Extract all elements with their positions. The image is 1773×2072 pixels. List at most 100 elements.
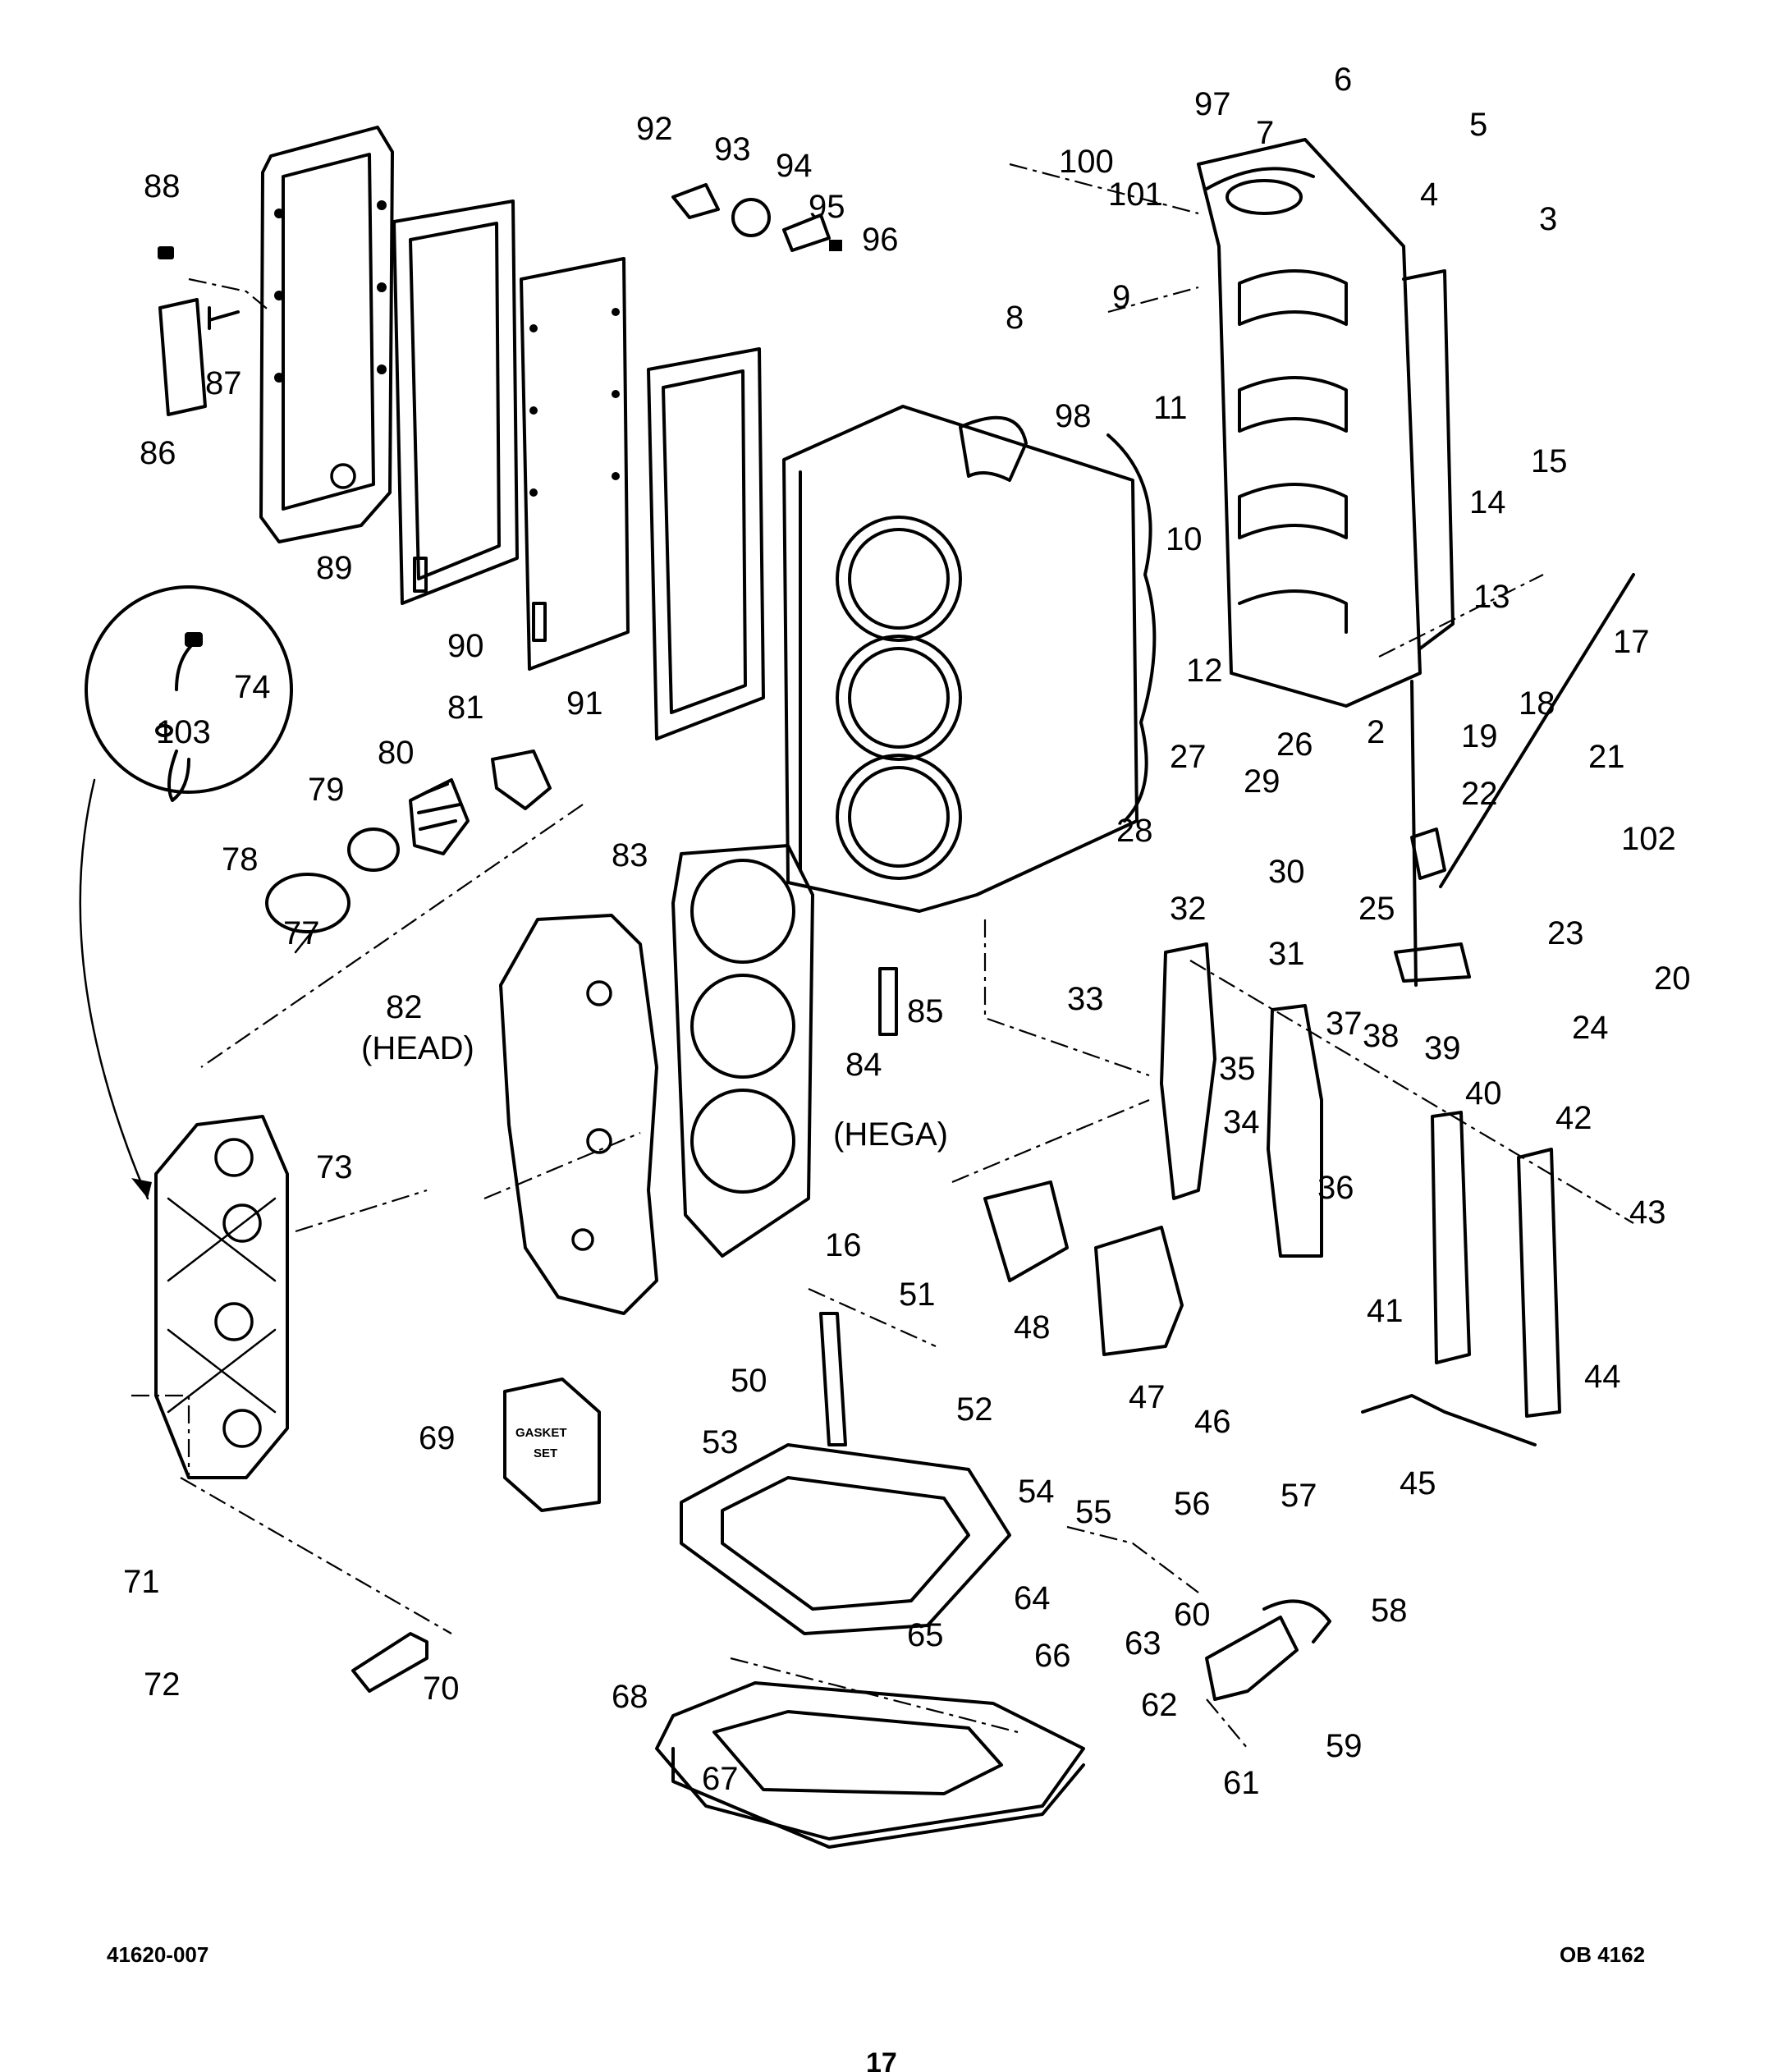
callout-label: 52 xyxy=(956,1391,993,1428)
callout-label: 43 xyxy=(1629,1194,1666,1231)
callout-label: 63 xyxy=(1125,1625,1161,1662)
callout-label: 33 xyxy=(1067,981,1104,1017)
callout-label: 67 xyxy=(702,1761,739,1797)
callout-label: 35 xyxy=(1219,1051,1256,1087)
callout-label: 18 xyxy=(1519,685,1555,722)
callout-label: 40 xyxy=(1465,1075,1502,1112)
callout-label: 28 xyxy=(1116,813,1153,849)
callout-label: 92 xyxy=(636,111,673,147)
plate-42 xyxy=(1517,1148,1561,1418)
gasket-34 xyxy=(1160,942,1216,1200)
callout-label: 29 xyxy=(1244,763,1280,800)
callout-label: 9 xyxy=(1112,279,1130,315)
callout-label: 70 xyxy=(423,1671,460,1707)
callout-label: 90 xyxy=(447,628,484,664)
callout-label: 15 xyxy=(1531,443,1568,479)
callout-label: 8 xyxy=(1006,300,1024,336)
gasket-set-text-1: GASKET xyxy=(515,1426,567,1440)
callout-label: 30 xyxy=(1268,854,1305,890)
plate-36 xyxy=(1267,1004,1323,1258)
callout-label: 44 xyxy=(1584,1359,1621,1395)
callout-label: 101 xyxy=(1108,176,1163,213)
callout-label: 103 xyxy=(156,714,211,750)
callout-label: 5 xyxy=(1469,107,1487,143)
callout-label: 89 xyxy=(316,550,353,586)
callout-label: 10 xyxy=(1166,521,1203,557)
callout-label: 41 xyxy=(1367,1293,1404,1329)
callout-labels: 100 101 2 3 4 5 6 7 8 9 10 11 12 13 14 1… xyxy=(123,62,1691,1801)
callout-label: 94 xyxy=(776,148,813,184)
callout-label: 22 xyxy=(1461,776,1498,812)
callout-label: 53 xyxy=(702,1424,739,1460)
callout-label: 17 xyxy=(1613,624,1650,660)
callout-label: 95 xyxy=(809,189,845,225)
callout-label: 23 xyxy=(1547,915,1584,951)
callout-label: 68 xyxy=(612,1679,648,1715)
callout-label: 65 xyxy=(907,1617,944,1653)
callout-label: 80 xyxy=(378,735,415,771)
callout-label: 37 xyxy=(1326,1006,1363,1042)
callout-label: 82 xyxy=(386,989,423,1025)
callout-label: 24 xyxy=(1572,1010,1609,1046)
callout-label: 87 xyxy=(205,365,242,401)
callout-label: 74 xyxy=(234,669,271,705)
sensor-70 xyxy=(351,1632,428,1693)
callout-label: 91 xyxy=(566,685,603,722)
callout-label: 81 xyxy=(447,690,484,726)
callout-label: 79 xyxy=(308,772,345,808)
callout-label: 96 xyxy=(862,222,899,258)
plate-41 xyxy=(1431,1111,1471,1364)
hose-45 xyxy=(1361,1394,1537,1446)
callout-label: 21 xyxy=(1588,739,1625,775)
callout-label: 48 xyxy=(1014,1309,1051,1345)
callout-label: 34 xyxy=(1223,1104,1260,1140)
callout-label: 93 xyxy=(714,131,751,167)
plate-48 xyxy=(983,1180,1069,1282)
cylinder-block-97 xyxy=(782,405,1157,913)
callout-label: 61 xyxy=(1223,1765,1260,1801)
gasket-90-lower xyxy=(647,347,765,740)
callout-label: 39 xyxy=(1424,1030,1461,1066)
callout-label: 12 xyxy=(1186,653,1223,689)
callout-label: 51 xyxy=(899,1277,936,1313)
callout-label: 71 xyxy=(123,1564,160,1600)
callout-label: 47 xyxy=(1129,1379,1166,1415)
callout-label: 32 xyxy=(1170,891,1207,927)
callout-label: 102 xyxy=(1621,821,1676,857)
gasket-90-upper xyxy=(392,199,519,605)
parts-artwork: GASKET SET xyxy=(79,126,1635,1849)
bracket-50 xyxy=(819,1312,847,1446)
callout-label: 62 xyxy=(1141,1687,1178,1723)
drawing-code: OB 4162 xyxy=(1560,1942,1645,1967)
bracket-62 xyxy=(1205,1616,1299,1701)
callout-label: 7 xyxy=(1256,115,1274,151)
callout-label: 88 xyxy=(144,168,181,204)
plate-91 xyxy=(520,257,630,671)
callout-label: 73 xyxy=(316,1149,353,1185)
callout-label: 50 xyxy=(731,1363,767,1399)
callout-label: 38 xyxy=(1363,1018,1400,1054)
thermostat-group xyxy=(265,749,552,954)
cover-47 xyxy=(1094,1226,1184,1356)
callout-label: 26 xyxy=(1276,727,1313,763)
gasket-set-text-2: SET xyxy=(534,1446,557,1460)
callout-label: 100 xyxy=(1059,144,1114,180)
callout-label: 16 xyxy=(825,1227,862,1263)
callout-label: 11 xyxy=(1153,390,1188,426)
callout-label: 58 xyxy=(1371,1593,1408,1629)
gasket-53 xyxy=(680,1443,1011,1635)
callout-label: 42 xyxy=(1555,1100,1592,1136)
callout-label: 45 xyxy=(1400,1465,1436,1501)
callout-label: 6 xyxy=(1334,62,1352,98)
callout-label: 13 xyxy=(1473,579,1510,615)
callout-label: 83 xyxy=(612,837,648,873)
callout-label: 36 xyxy=(1317,1170,1354,1206)
page-number: 17 xyxy=(866,2047,897,2072)
part-number: 41620-007 xyxy=(107,1942,208,1967)
gasket-set-69: GASKET SET xyxy=(503,1378,601,1512)
callout-label: 77 xyxy=(283,915,320,951)
linkage-group xyxy=(1394,573,1635,987)
head-gasket-84 xyxy=(671,844,814,1258)
callout-label: 27 xyxy=(1170,739,1207,775)
